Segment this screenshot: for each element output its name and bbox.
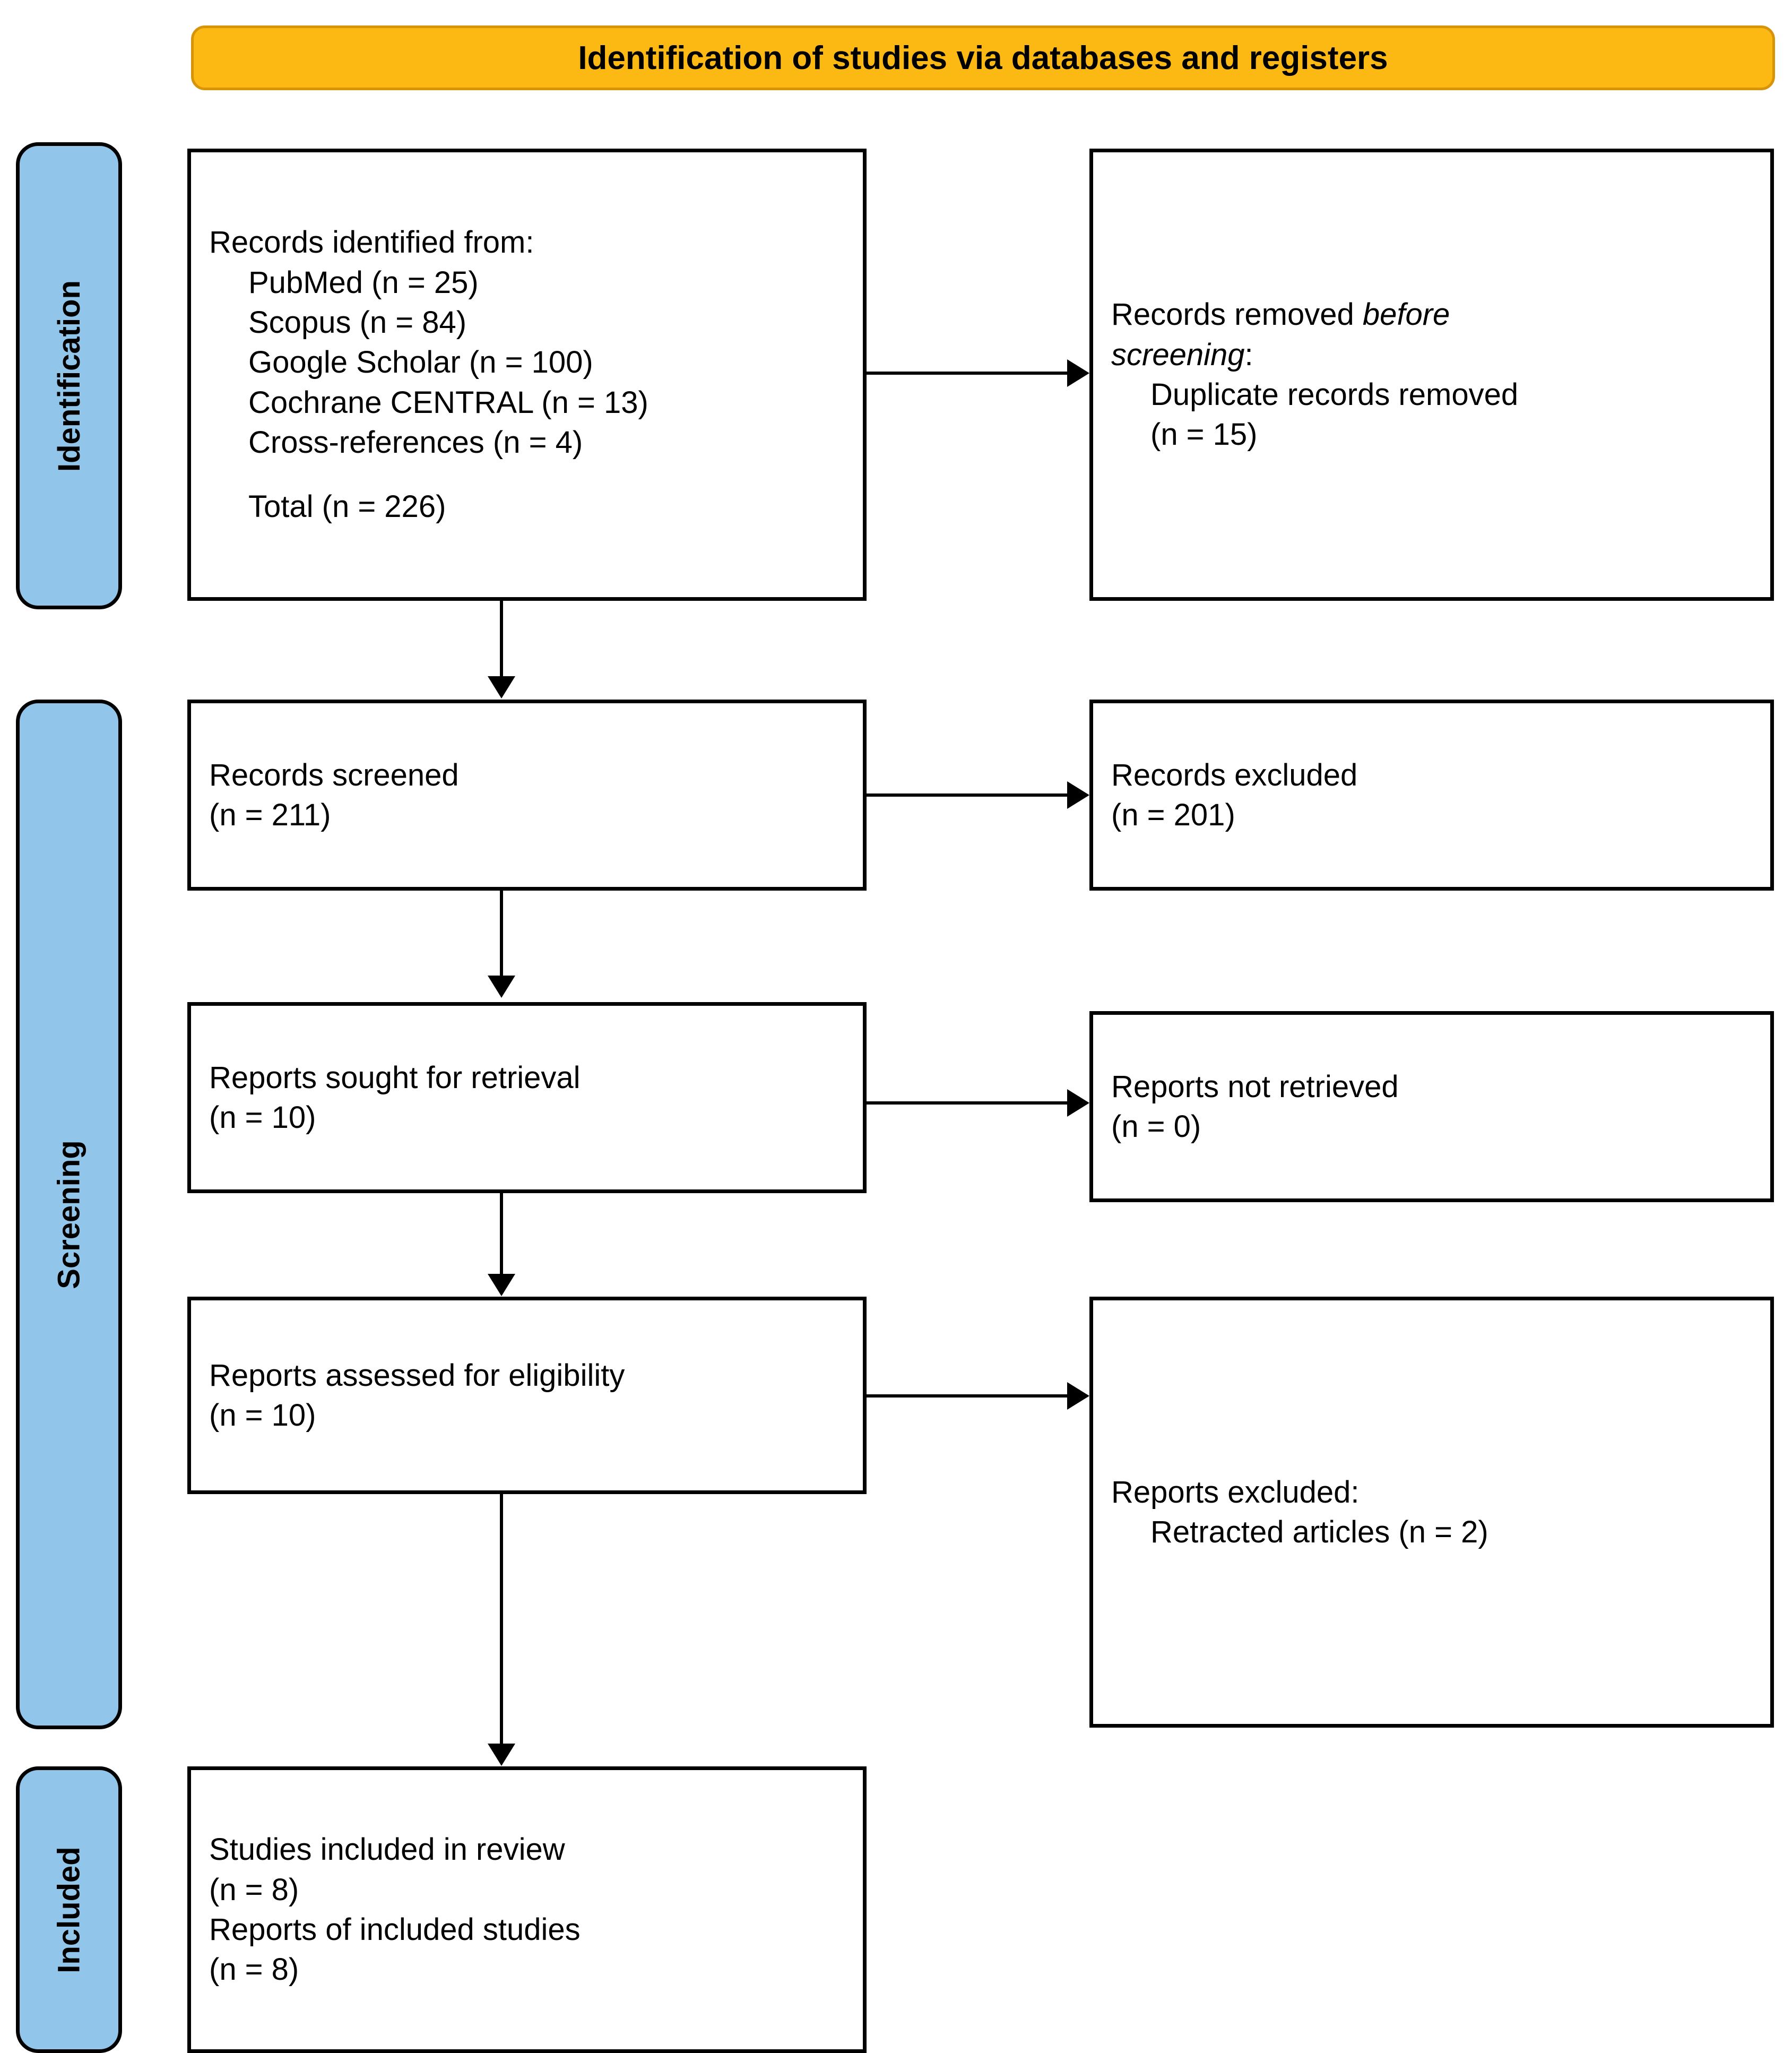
box-line: Studies included in review — [209, 1832, 565, 1867]
stage-label-screening: Screening — [16, 700, 122, 1729]
box-line: (n = 8) — [209, 1952, 299, 1987]
box-line: (n = 201) — [1111, 798, 1235, 832]
box-line: Records excluded — [1111, 757, 1358, 792]
box-line: Reports of included studies — [209, 1912, 581, 1947]
box-reports-assessed: Reports assessed for eligibility (n = 10… — [187, 1297, 867, 1494]
box-reports-not-retrieved: Reports not retrieved (n = 0) — [1089, 1011, 1774, 1202]
box-line: Cross-references (n = 4) — [248, 425, 583, 460]
box-line-spacer — [209, 462, 845, 487]
box-records-removed: Records removed before screening: Duplic… — [1089, 149, 1774, 601]
arrowhead-identified-to-removed — [1067, 359, 1089, 387]
box-reports-sought: Reports sought for retrieval (n = 10) — [187, 1002, 867, 1193]
box-records-excluded: Records excluded (n = 201) — [1089, 700, 1774, 891]
box-line: Reports not retrieved — [1111, 1069, 1399, 1104]
box-line: (n = 8) — [209, 1872, 299, 1907]
arrowhead-identified-to-screened — [488, 676, 515, 698]
box-line: Records screened — [209, 757, 459, 792]
box-line-text: Records removed — [1111, 297, 1363, 332]
box-line: Reports assessed for eligibility — [209, 1358, 625, 1393]
connector-sought-to-not-retrieved — [867, 1101, 1068, 1105]
stage-label-included-text: Included — [51, 1846, 86, 1973]
connector-identified-to-screened — [500, 601, 503, 676]
box-line-emphasis: before — [1362, 297, 1450, 332]
stage-label-screening-text: Screening — [51, 1140, 86, 1289]
box-line: (n = 10) — [209, 1100, 316, 1135]
connector-assessed-to-included — [500, 1494, 503, 1744]
box-line-text: : — [1244, 337, 1253, 372]
page-title: Identification of studies via databases … — [578, 39, 1388, 76]
stage-label-identification-text: Identification — [51, 280, 86, 472]
box-line: Records removed before — [1111, 295, 1752, 334]
box-line-emphasis: screening — [1111, 337, 1245, 372]
diagram-header-banner: Identification of studies via databases … — [191, 25, 1775, 90]
arrowhead-sought-to-not-retrieved — [1067, 1089, 1089, 1117]
box-line: Duplicate records removed — [1150, 377, 1519, 412]
connector-sought-to-assessed — [500, 1193, 503, 1274]
box-records-screened: Records screened (n = 211) — [187, 700, 867, 891]
box-reports-excluded: Reports excluded: Retracted articles (n … — [1089, 1297, 1774, 1728]
box-line: Records identified from: — [209, 225, 534, 260]
box-line: Scopus (n = 84) — [248, 305, 467, 340]
box-line: Reports sought for retrieval — [209, 1060, 581, 1095]
arrowhead-assessed-to-included — [488, 1744, 515, 1766]
box-records-identified: Records identified from: PubMed (n = 25)… — [187, 149, 867, 601]
connector-identified-to-removed — [867, 372, 1068, 375]
connector-assessed-to-excluded — [867, 1394, 1068, 1398]
arrowhead-assessed-to-excluded — [1067, 1382, 1089, 1410]
box-line: Retracted articles (n = 2) — [1150, 1515, 1488, 1549]
connector-screened-to-excluded — [867, 793, 1068, 797]
box-line: Google Scholar (n = 100) — [248, 345, 593, 380]
stage-label-identification: Identification — [16, 142, 122, 609]
arrowhead-screened-to-sought — [488, 976, 515, 998]
box-line: (n = 0) — [1111, 1109, 1201, 1144]
box-studies-included: Studies included in review (n = 8) Repor… — [187, 1766, 867, 2053]
box-line: Reports excluded: — [1111, 1474, 1360, 1509]
box-line: screening: — [1111, 335, 1752, 375]
box-line: Cochrane CENTRAL (n = 13) — [248, 385, 648, 420]
stage-label-included: Included — [16, 1766, 122, 2053]
box-line: PubMed (n = 25) — [248, 265, 479, 300]
box-line: Total (n = 226) — [248, 489, 446, 524]
arrowhead-sought-to-assessed — [488, 1274, 515, 1296]
box-line: (n = 15) — [1150, 417, 1258, 452]
box-line: (n = 10) — [209, 1398, 316, 1433]
box-line: (n = 211) — [209, 798, 331, 832]
arrowhead-screened-to-excluded — [1067, 781, 1089, 809]
connector-screened-to-sought — [500, 891, 503, 976]
